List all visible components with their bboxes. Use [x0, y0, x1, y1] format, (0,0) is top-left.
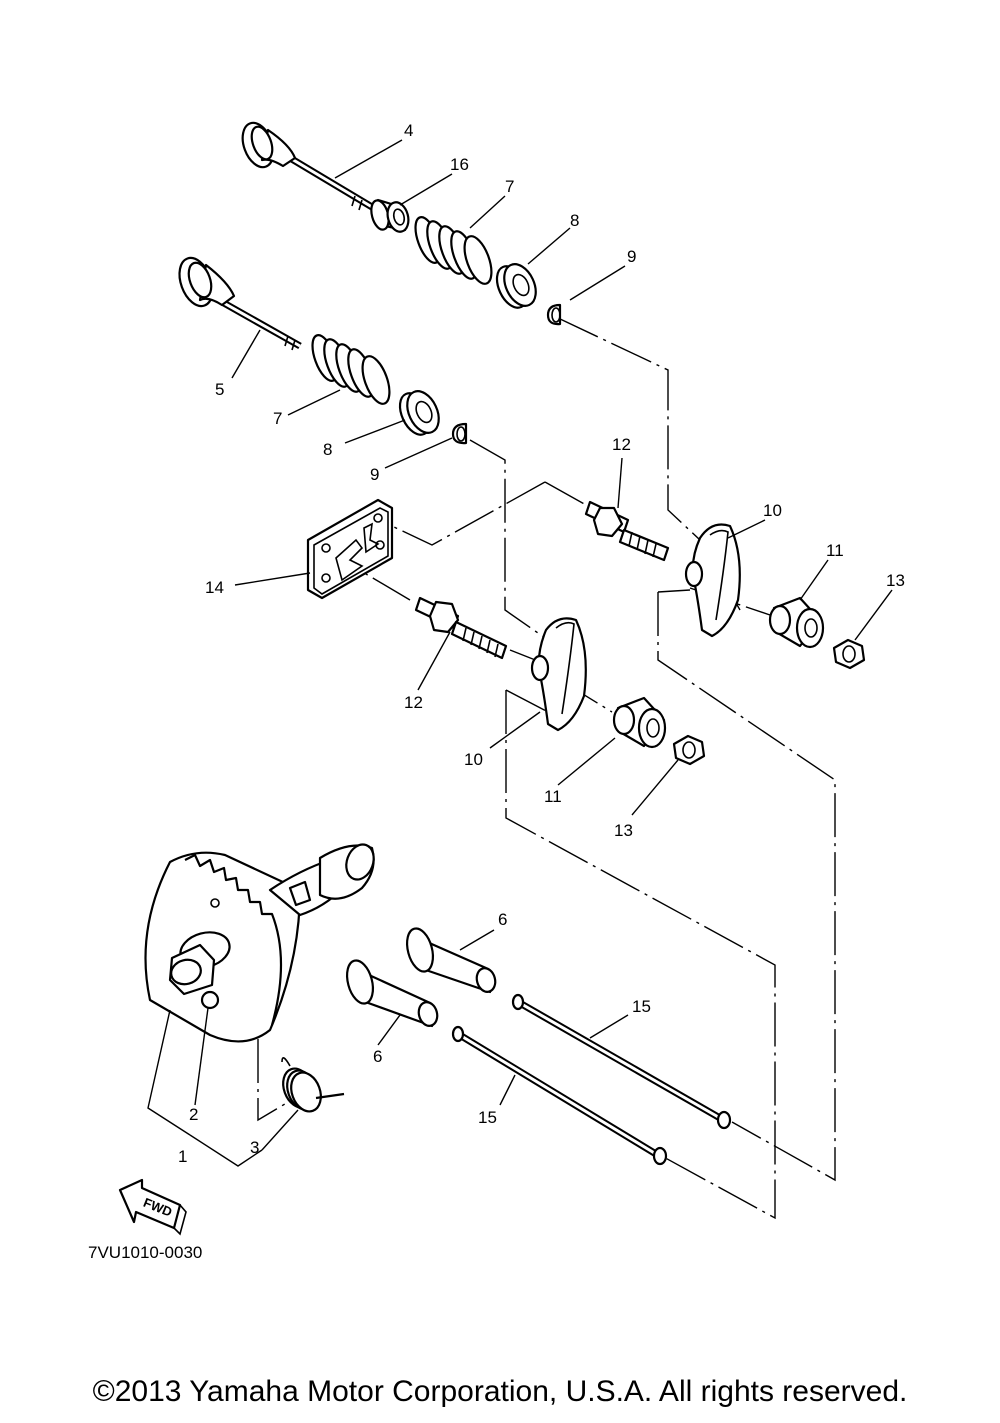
part-6-lifter-lower — [345, 959, 439, 1028]
part-7-spring-lower — [311, 334, 391, 405]
part-8-retainer-lower — [398, 390, 440, 436]
callout-9: 9 — [370, 465, 379, 484]
callout-13: 13 — [886, 571, 905, 590]
part-10-rocker-arm-lower — [530, 617, 587, 732]
part-16-seal — [370, 198, 410, 233]
callout-10: 10 — [763, 501, 782, 520]
part-5-valve-lower — [178, 256, 302, 351]
callout-12: 12 — [612, 435, 631, 454]
part-6-lifter-upper — [405, 927, 497, 994]
callout-15: 15 — [478, 1108, 497, 1127]
callout-8: 8 — [570, 211, 579, 230]
part-12-stud-lower — [414, 596, 508, 660]
callout-11: 11 — [826, 541, 844, 560]
callout-6: 6 — [373, 1047, 382, 1066]
callout-12: 12 — [404, 693, 423, 712]
part-14-plate — [306, 498, 394, 600]
part-11-pivot-lower — [612, 696, 667, 749]
part-15-push-rod-lower — [451, 1025, 668, 1166]
callout-13: 13 — [614, 821, 633, 840]
part-7-spring-upper — [414, 216, 493, 285]
part-13-nut-lower — [672, 734, 706, 766]
part-15-push-rod-upper — [511, 993, 732, 1130]
callout-7: 7 — [273, 409, 282, 428]
part-3-torsion-spring — [281, 1057, 345, 1113]
callout-5: 5 — [215, 380, 224, 399]
callout-15: 15 — [632, 997, 651, 1016]
part-8-retainer-upper — [495, 263, 537, 309]
leader-lines — [147, 139, 893, 1167]
callout-3: 3 — [250, 1138, 259, 1157]
part-9-cotter-upper — [546, 303, 562, 326]
callout-9: 9 — [627, 247, 636, 266]
callout-16: 16 — [450, 155, 469, 174]
callout-11: 11 — [544, 787, 562, 806]
callout-4: 4 — [404, 121, 413, 140]
fwd-arrow-icon: FWD — [118, 1178, 187, 1236]
callout-1: 1 — [178, 1147, 187, 1166]
part-4-valve-upper — [241, 121, 374, 211]
part-10-rocker-arm-upper — [684, 523, 741, 638]
callout-8: 8 — [323, 440, 332, 459]
part-9-cotter-lower — [451, 422, 468, 445]
callout-7: 7 — [505, 177, 514, 196]
callout-14: 14 — [205, 578, 224, 597]
part-11-pivot-upper — [768, 596, 825, 649]
diagram-code: 7VU1010-0030 — [88, 1243, 202, 1262]
callout-10: 10 — [464, 750, 483, 769]
callout-2: 2 — [189, 1105, 198, 1124]
callout-6: 6 — [498, 910, 507, 929]
part-1-camshaft-gear — [144, 843, 375, 1043]
part-12-stud-upper — [584, 500, 670, 562]
part-13-nut-upper — [832, 638, 866, 670]
copyright-notice: ©2013 Yamaha Motor Corporation, U.S.A. A… — [92, 1375, 908, 1408]
callout-labels: 4 16 7 8 9 5 7 8 9 12 10 11 13 14 12 10 … — [178, 121, 905, 1166]
